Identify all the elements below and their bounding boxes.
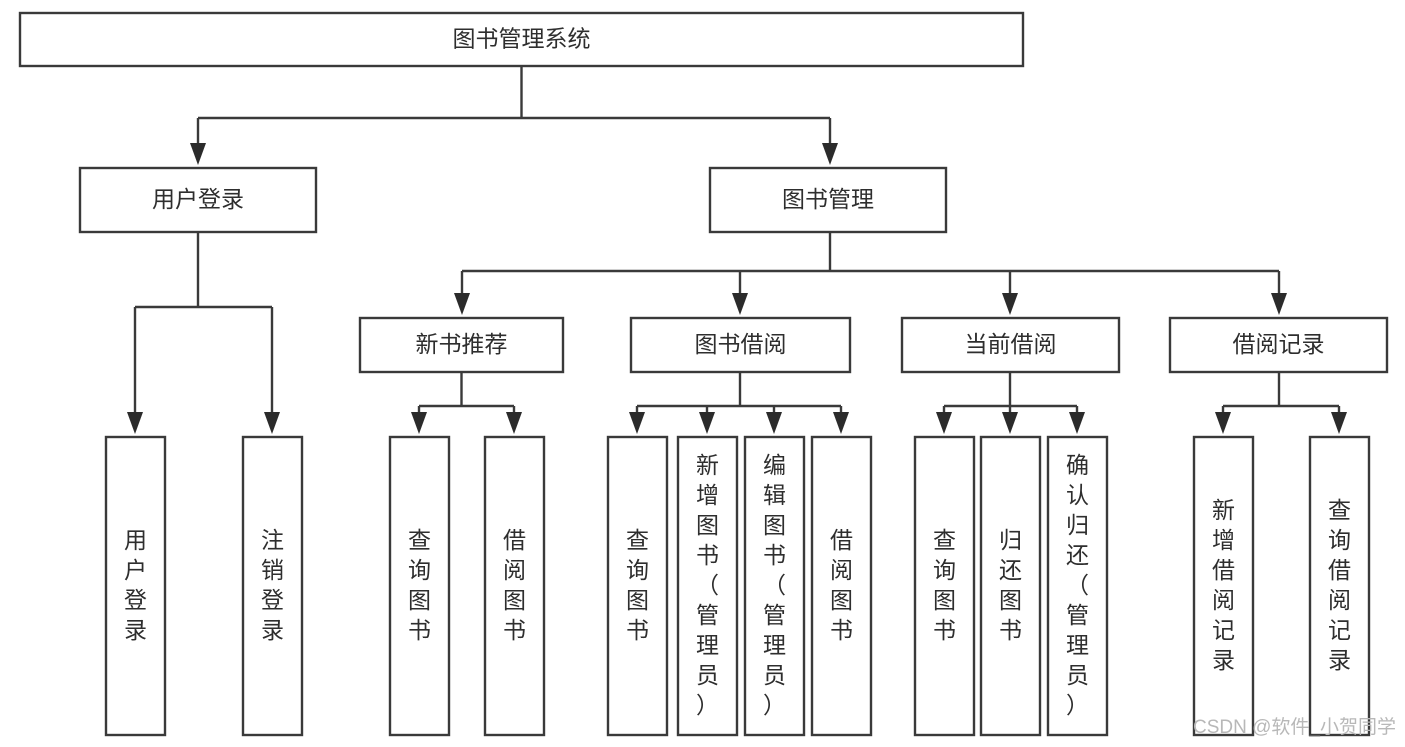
node-leaf-4[interactable]: 查询图书 (606, 435, 669, 737)
node-box-图书管理系统[interactable] (18, 11, 1025, 68)
arrow-borrow-leaf-1 (629, 412, 645, 434)
node-label-注销登录: 注销登录 (261, 527, 284, 643)
node-level3-2[interactable]: 当前借阅 (900, 316, 1121, 374)
node-box-用户登录[interactable] (104, 435, 167, 737)
node-label-图书管理: 图书管理 (782, 186, 874, 212)
arrow-current-leaf-2 (1002, 412, 1018, 434)
node-box-归还图书[interactable] (979, 435, 1042, 737)
node-level2-0[interactable]: 用户登录 (78, 166, 318, 234)
connectors-layer (133, 66, 1341, 412)
node-leaf-6[interactable]: 编辑图书（管理员） (743, 435, 806, 737)
arrow-to-user-login (190, 143, 206, 165)
node-box-用户登录[interactable] (78, 166, 318, 234)
node-leaf-8[interactable]: 查询图书 (913, 435, 976, 737)
arrow-newbook-leaf-2 (506, 412, 522, 434)
node-label-查询借阅记录: 查询借阅记录 (1328, 497, 1351, 673)
node-label-编辑图书管理员: 编辑图书（管理员） (763, 452, 786, 718)
node-root-0[interactable]: 图书管理系统 (18, 11, 1025, 68)
arrow-current-leaf-1 (936, 412, 952, 434)
arrowheads-layer (127, 143, 1347, 434)
arrow-borrow-leaf-2 (699, 412, 715, 434)
node-level3-3[interactable]: 借阅记录 (1168, 316, 1389, 374)
node-box-图书管理[interactable] (708, 166, 948, 234)
node-level3-0[interactable]: 新书推荐 (358, 316, 565, 374)
arrow-to-book-mgmt (822, 143, 838, 165)
node-box-图书借阅[interactable] (629, 316, 852, 374)
node-box-借阅记录[interactable] (1168, 316, 1389, 374)
node-label-新书推荐: 新书推荐 (416, 331, 508, 357)
node-leaf-7[interactable]: 借阅图书 (810, 435, 873, 737)
node-label-借阅图书: 借阅图书 (503, 527, 526, 643)
node-box-当前借阅[interactable] (900, 316, 1121, 374)
node-box-新书推荐[interactable] (358, 316, 565, 374)
node-leaf-12[interactable]: 查询借阅记录 (1308, 435, 1371, 737)
node-label-借阅记录: 借阅记录 (1233, 331, 1325, 357)
node-label-用户登录: 用户登录 (152, 186, 244, 212)
node-leaf-11[interactable]: 新增借阅记录 (1192, 435, 1255, 737)
node-label-图书管理系统: 图书管理系统 (453, 26, 591, 52)
node-leaf-5[interactable]: 新增图书（管理员） (676, 435, 739, 737)
arrow-borrow-leaf-3 (766, 412, 782, 434)
node-label-新增借阅记录: 新增借阅记录 (1212, 497, 1235, 673)
node-box-借阅图书[interactable] (810, 435, 873, 737)
node-leaf-9[interactable]: 归还图书 (979, 435, 1042, 737)
node-box-查询图书[interactable] (388, 435, 451, 737)
arrow-current-leaf-3 (1069, 412, 1085, 434)
arrow-to-newbook (454, 293, 470, 315)
node-box-借阅图书[interactable] (483, 435, 546, 737)
csdn-watermark: CSDN @软件_小贺同学 (1193, 716, 1396, 738)
node-box-确认归还管理员[interactable] (1046, 435, 1109, 737)
node-box-查询图书[interactable] (606, 435, 669, 737)
node-label-查询图书: 查询图书 (408, 527, 431, 643)
arrow-record-leaf-2 (1331, 412, 1347, 434)
arrow-borrow-leaf-4 (833, 412, 849, 434)
node-label-当前借阅: 当前借阅 (965, 331, 1057, 357)
node-label-用户登录: 用户登录 (124, 527, 147, 643)
node-label-新增图书管理员: 新增图书（管理员） (696, 452, 719, 718)
node-box-查询借阅记录[interactable] (1308, 435, 1371, 737)
node-leaf-0[interactable]: 用户登录 (104, 435, 167, 737)
node-box-注销登录[interactable] (241, 435, 304, 737)
nodes-layer: 图书管理系统用户登录图书管理新书推荐图书借阅当前借阅借阅记录用户登录注销登录查询… (18, 11, 1389, 737)
arrow-to-current (1002, 293, 1018, 315)
node-label-查询图书: 查询图书 (626, 527, 649, 643)
arrow-to-login-leaf-2 (264, 412, 280, 434)
node-box-新增图书管理员[interactable] (676, 435, 739, 737)
node-box-查询图书[interactable] (913, 435, 976, 737)
node-level3-1[interactable]: 图书借阅 (629, 316, 852, 374)
node-level2-1[interactable]: 图书管理 (708, 166, 948, 234)
arrow-newbook-leaf-1 (411, 412, 427, 434)
node-leaf-3[interactable]: 借阅图书 (483, 435, 546, 737)
arrow-to-borrow (732, 293, 748, 315)
node-label-借阅图书: 借阅图书 (830, 527, 853, 643)
node-label-查询图书: 查询图书 (933, 527, 956, 643)
node-leaf-2[interactable]: 查询图书 (388, 435, 451, 737)
node-leaf-1[interactable]: 注销登录 (241, 435, 304, 737)
arrow-to-record (1271, 293, 1287, 315)
arrow-record-leaf-1 (1215, 412, 1231, 434)
node-box-编辑图书管理员[interactable] (743, 435, 806, 737)
node-leaf-10[interactable]: 确认归还（管理员） (1046, 435, 1109, 737)
node-label-图书借阅: 图书借阅 (695, 331, 787, 357)
arrow-to-login-leaf-1 (127, 412, 143, 434)
node-box-新增借阅记录[interactable] (1192, 435, 1255, 737)
node-label-归还图书: 归还图书 (999, 527, 1022, 643)
node-label-确认归还管理员: 确认归还（管理员） (1066, 452, 1089, 718)
